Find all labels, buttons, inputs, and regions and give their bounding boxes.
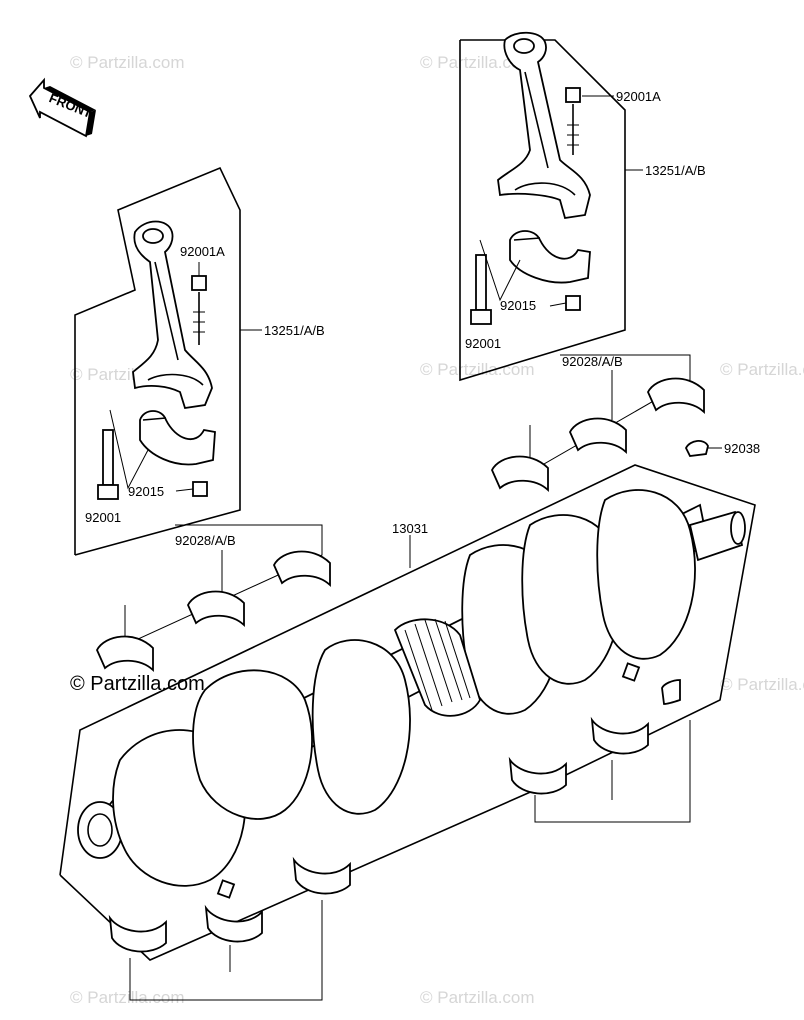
bearing-shell: [490, 455, 549, 493]
crank-web: [311, 639, 411, 815]
part-label: 92001A: [616, 89, 661, 104]
crank-end-stub: [688, 510, 744, 562]
watermark-group: © Partzilla.com © Partzilla.com © Partzi…: [70, 53, 804, 1007]
part-label: 92001: [465, 336, 501, 351]
part-label: 13251/A/B: [645, 163, 706, 178]
bearing-shell: [108, 914, 167, 953]
bearing-shell: [186, 590, 245, 628]
bearing-shell-partial: [661, 679, 681, 705]
bearing-shell: [646, 377, 705, 415]
connecting-rod-upper: [497, 31, 591, 220]
shaft-key: [621, 662, 641, 682]
part-label: 92038: [724, 441, 760, 456]
small-end-bore: [142, 228, 164, 244]
front-arrow: FRONT: [28, 77, 96, 138]
small-end-bore: [513, 38, 535, 54]
lower-left-bearings: [108, 856, 351, 1001]
upper-right-bearings: 92028/A/B 92038: [490, 354, 760, 493]
crank-web: [596, 489, 696, 660]
nut: [191, 275, 207, 291]
watermark: © Partzilla.com: [720, 360, 804, 379]
left-rod-assembly: 92001A 13251/A/B 92015 92001: [74, 166, 325, 556]
watermark: © Partzilla.com: [420, 53, 535, 72]
watermark: © Partzilla.com: [720, 675, 804, 694]
bolt: [102, 429, 114, 486]
part-label: 92028/A/B: [562, 354, 623, 369]
bolt-head: [97, 484, 119, 500]
part-label: 13251/A/B: [264, 323, 325, 338]
crank-web: [521, 514, 621, 685]
shaft-key: [216, 879, 236, 899]
bearing-shell: [272, 550, 331, 588]
lower-right-bearings: [508, 679, 691, 823]
woodruff-key: [684, 440, 709, 457]
watermark: © Partzilla.com: [420, 360, 535, 379]
part-label: 92028/A/B: [175, 533, 236, 548]
crank-web: [192, 669, 313, 820]
crankshaft-assembly: 13031: [59, 464, 756, 961]
bearing-shell: [292, 856, 351, 895]
nut: [565, 87, 581, 103]
nut: [565, 295, 581, 311]
watermark: © Partzilla.com: [70, 988, 185, 1007]
part-label: 92001: [85, 510, 121, 525]
nut: [192, 481, 208, 497]
bearing-shell: [590, 716, 649, 755]
watermark: © Partzilla.com: [420, 988, 535, 1007]
part-label: 92015: [128, 484, 164, 499]
part-label: 13031: [392, 521, 428, 536]
bearing-shell: [204, 904, 263, 943]
bearing-shell: [508, 756, 567, 795]
bolt: [475, 254, 487, 311]
watermark: © Partzilla.com: [70, 53, 185, 72]
right-rod-assembly: 92001A 13251/A/B 92015 92001: [459, 31, 706, 382]
part-label: 92001A: [180, 244, 225, 259]
bearing-shell: [95, 635, 154, 673]
bearing-shell: [568, 417, 627, 455]
connecting-rod-cap: [139, 410, 216, 466]
bolt-head: [470, 309, 492, 325]
connecting-rod-upper: [132, 220, 213, 410]
upper-left-bearings: 92028/A/B: [95, 524, 331, 673]
part-label: 92015: [500, 298, 536, 313]
watermark-main-line1: © Partzilla.com: [70, 673, 205, 695]
connecting-rod-cap: [509, 230, 591, 284]
